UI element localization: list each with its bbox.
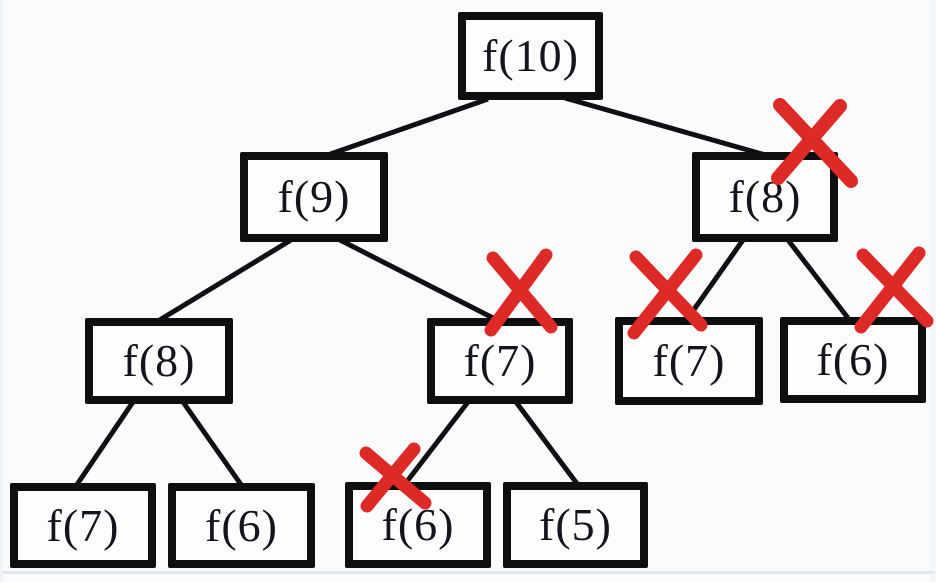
- edge-f10-f8right: [564, 95, 777, 161]
- node-label: f(6): [816, 334, 890, 385]
- edge-f9-f8left: [156, 237, 293, 324]
- tree-node-f10: f(10): [458, 12, 603, 100]
- tree-node-f7-bottom: f(7): [10, 483, 156, 568]
- tree-node-f7-right: f(7): [615, 317, 763, 405]
- node-label: f(10): [482, 30, 579, 81]
- tree-node-f7-mid: f(7): [427, 318, 573, 404]
- pruned-x-icon-f6-right: [854, 246, 934, 334]
- node-label: f(5): [539, 499, 612, 550]
- edge-f7mid-f6bottommid: [403, 400, 470, 486]
- node-label: f(8): [728, 171, 802, 222]
- tree-node-f6-right: f(6): [780, 317, 926, 403]
- tree-node-f8-left: f(8): [85, 318, 233, 404]
- tree-node-f9: f(9): [240, 152, 388, 242]
- frame-edge-left: [0, 0, 3, 582]
- node-label: f(6): [381, 499, 455, 550]
- node-label: f(6): [205, 499, 278, 551]
- tree-node-f6-bottom-mid: f(6): [345, 482, 491, 568]
- edge-f9-f7mid: [338, 237, 499, 323]
- edge-f8right-f7right: [685, 238, 746, 320]
- tree-node-f6-bottom-left: f(6): [168, 483, 315, 568]
- node-label: f(7): [46, 499, 120, 551]
- frame-edge-right: [930, 0, 936, 582]
- node-label: f(7): [652, 335, 726, 386]
- node-label: f(7): [463, 335, 537, 386]
- edge-f8right-f6right: [786, 238, 850, 320]
- node-label: f(9): [277, 171, 351, 222]
- edge-f8left-f6bottomleft: [180, 400, 245, 488]
- tree-node-f5-bottom: f(5): [503, 482, 648, 568]
- edge-f8left-f7bottom: [73, 400, 136, 488]
- node-label: f(8): [122, 335, 196, 386]
- tree-node-f8-right: f(8): [692, 152, 838, 242]
- edge-f7mid-f5bottom: [513, 400, 581, 487]
- edge-f10-f9: [321, 96, 489, 160]
- frame-edge-bottom: [2, 571, 934, 574]
